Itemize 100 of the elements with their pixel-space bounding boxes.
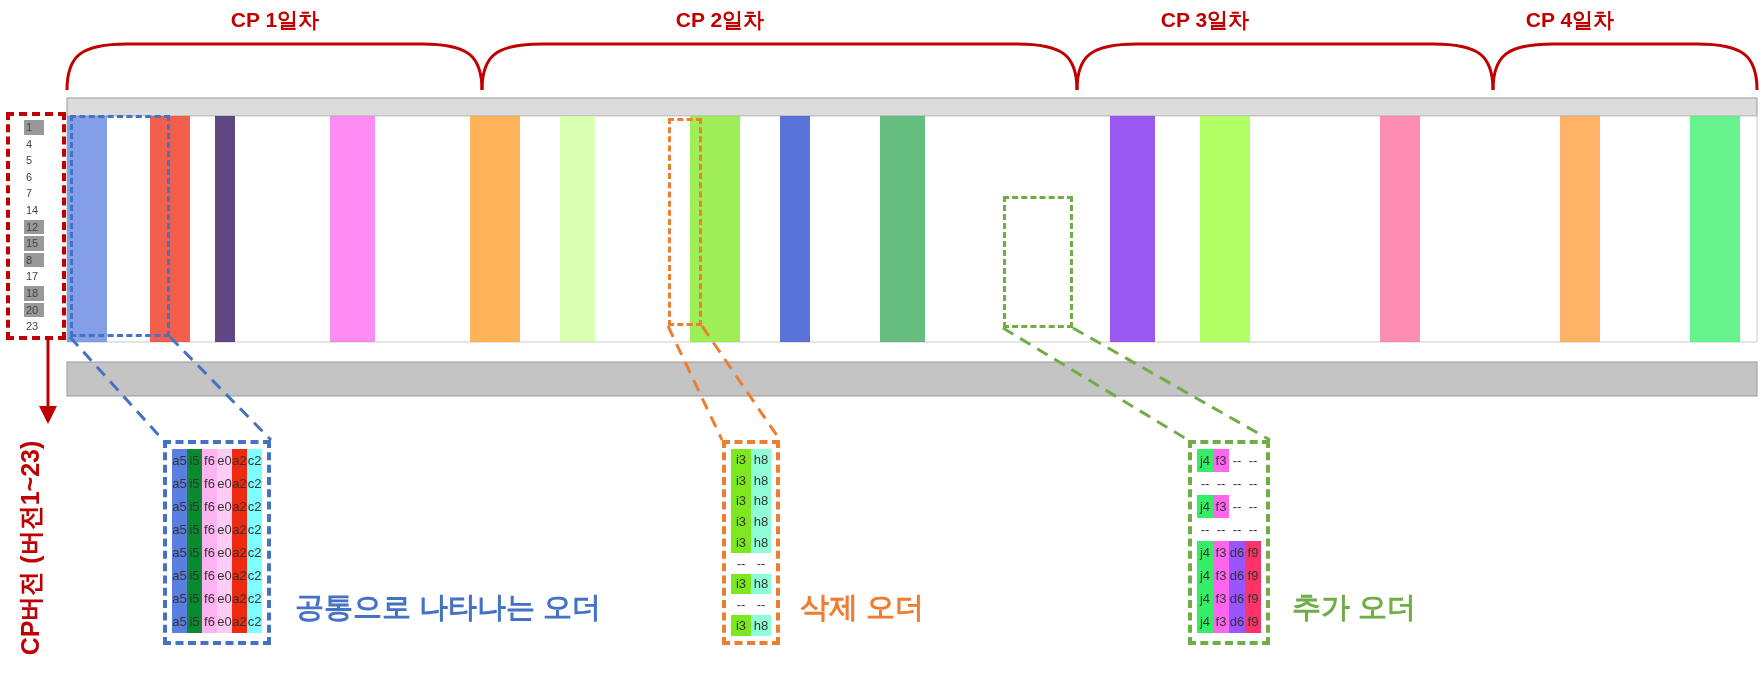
zoom-inset: [163, 440, 271, 645]
grid-cell: e0: [217, 472, 232, 495]
bracket-label: CP 3일차: [1159, 7, 1251, 33]
zoom-inset: [1188, 440, 1270, 645]
grid-cell: f9: [1245, 564, 1261, 587]
grid-cell: a5: [172, 472, 187, 495]
grid-cell: h8: [751, 615, 771, 636]
grid-cell: e0: [217, 610, 232, 633]
grid-cell: e0: [217, 587, 232, 610]
grid-cell: i3: [731, 573, 751, 595]
row-number: 1: [24, 120, 44, 135]
grid-cell: f3: [1213, 610, 1229, 633]
grid-cell: f6: [202, 610, 217, 633]
grid-cell: f6: [202, 587, 217, 610]
grid-cell: a2: [232, 518, 247, 541]
grid-cell: i5: [187, 541, 202, 564]
grid-cell: a5: [172, 587, 187, 610]
grid-cell: i5: [187, 610, 202, 633]
grid-cell: f3: [1213, 449, 1229, 472]
grid-cell: i5: [187, 472, 202, 495]
grid-cell: a2: [232, 610, 247, 633]
grid-cell: a5: [172, 495, 187, 518]
row-number: 7: [25, 186, 34, 202]
grid-cell: a5: [172, 518, 187, 541]
grid-cell: d6: [1229, 541, 1245, 564]
row-number: 8: [24, 252, 44, 268]
grid-cell: h8: [751, 490, 771, 512]
grid-cell: f3: [1213, 495, 1229, 518]
grid-cell: f6: [202, 449, 217, 472]
grid-cell: j4: [1197, 610, 1213, 633]
grid-cell: i3: [731, 511, 751, 533]
grid-cell: e0: [217, 564, 232, 587]
grid-cell: i3: [731, 532, 751, 553]
selection-box: [70, 115, 170, 337]
grid-cell: i3: [731, 449, 751, 470]
row-number: 12: [24, 219, 44, 235]
row-number: 20: [24, 302, 44, 318]
grid-cell: d6: [1229, 587, 1245, 610]
grid-cell: j4: [1197, 564, 1213, 587]
grid-cell: i3: [731, 615, 751, 636]
grid-cell: i5: [187, 449, 202, 472]
bracket-label: CP 4일차: [1524, 7, 1616, 33]
grid-cell: d6: [1229, 610, 1245, 633]
grid-cell: j4: [1197, 449, 1213, 472]
grid-cell: f6: [202, 495, 217, 518]
grid-cell: a5: [172, 564, 187, 587]
row-number: 23: [25, 319, 40, 334]
row-number: 6: [25, 169, 34, 185]
selection-box: [668, 118, 702, 326]
dashed-box: [6, 112, 66, 340]
grid-cell: j4: [1197, 541, 1213, 564]
grid-cell: e0: [217, 541, 232, 564]
grid-cell: a5: [172, 541, 187, 564]
grid-cell: j4: [1197, 495, 1213, 518]
row-number: 4: [25, 136, 34, 152]
grid-cell: a2: [232, 495, 247, 518]
grid-cell: f3: [1213, 587, 1229, 610]
grid-cell: a2: [232, 541, 247, 564]
vertical-label: CP버전 (버전1~23): [10, 423, 50, 673]
zoom-inset: [722, 440, 780, 645]
grid-cell: a5: [172, 449, 187, 472]
grid-cell: i3: [731, 469, 751, 491]
grid-cell: i3: [731, 490, 751, 512]
grid-cell: c2: [247, 564, 262, 587]
grid-cell: i5: [187, 518, 202, 541]
grid-cell: h8: [751, 573, 771, 595]
arrow: [39, 340, 57, 424]
grid-cell: f9: [1245, 587, 1261, 610]
grid-cell: h8: [751, 449, 771, 470]
grid-cell: j4: [1197, 587, 1213, 610]
grid-cell: c2: [247, 541, 262, 564]
grid-cell: c2: [247, 518, 262, 541]
grid-cell: f6: [202, 564, 217, 587]
row-number: 14: [25, 203, 40, 218]
grid-cell: f9: [1245, 610, 1261, 633]
zoom-line: [68, 335, 273, 442]
node-label: 삭제 오더: [800, 590, 926, 625]
grid-cell: a2: [232, 587, 247, 610]
grid-cell: f6: [202, 518, 217, 541]
grid-cell: c2: [247, 449, 262, 472]
grid-cell: d6: [1229, 564, 1245, 587]
grid-cell: f3: [1213, 564, 1229, 587]
selection-box: [1003, 196, 1073, 328]
grid-cell: i5: [187, 495, 202, 518]
grid-cell: a2: [232, 472, 247, 495]
row-number: 5: [25, 153, 34, 168]
grid-cell: e0: [217, 518, 232, 541]
grid-cell: a5: [172, 610, 187, 633]
grid-cell: i5: [187, 564, 202, 587]
node-label: 공통으로 나타나는 오더: [295, 590, 603, 625]
row-number: 15: [24, 236, 44, 251]
grid-cell: h8: [751, 511, 771, 533]
bracket-label: CP 2일차: [674, 7, 766, 33]
row-number: 18: [24, 286, 44, 301]
grid-cell: c2: [247, 495, 262, 518]
node-label: 추가 오더: [1292, 590, 1418, 625]
grid-cell: i5: [187, 587, 202, 610]
grid-cell: c2: [247, 610, 262, 633]
grid-cell: h8: [751, 469, 771, 491]
bracket-label: CP 1일차: [229, 7, 321, 33]
